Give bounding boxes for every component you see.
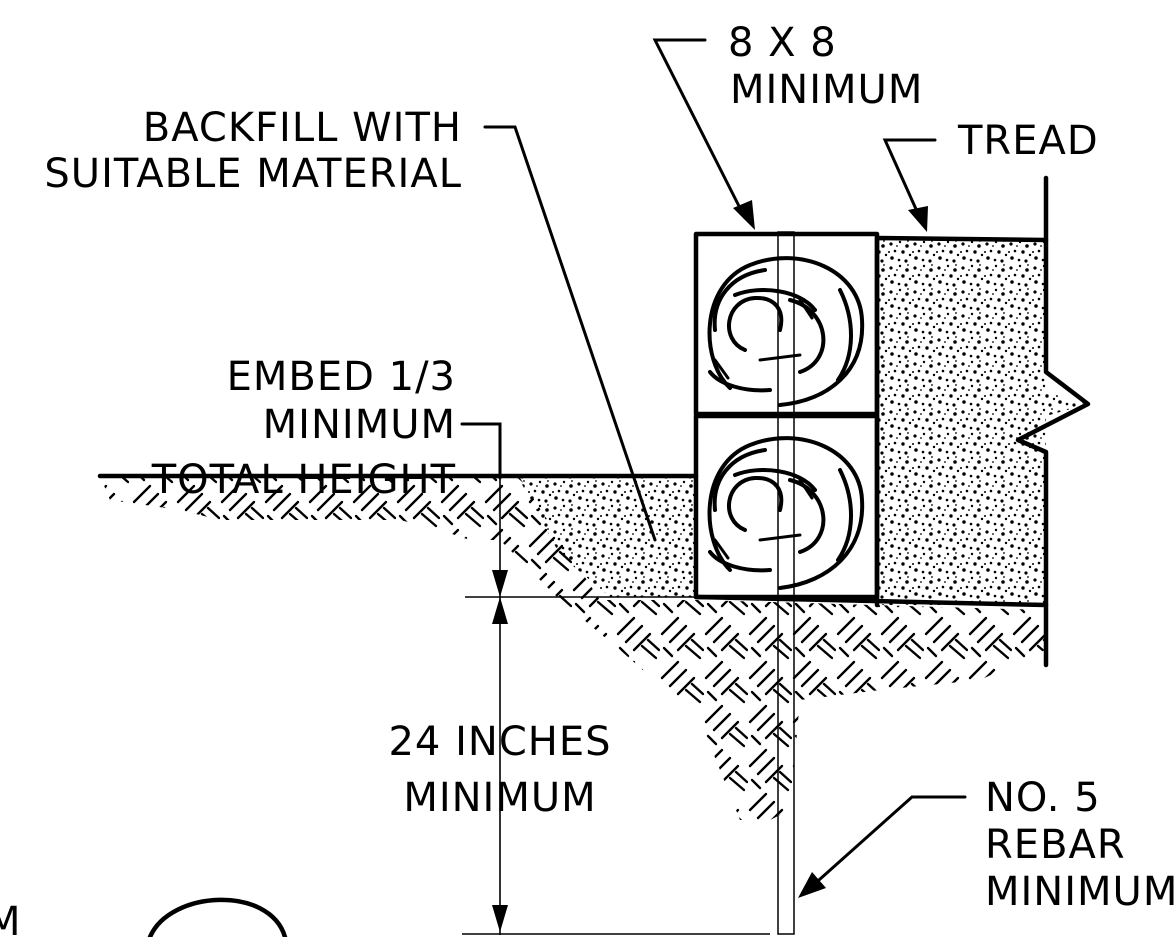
gravel-backfill	[518, 477, 696, 597]
embed-label-2: MINIMUM	[263, 402, 456, 448]
backfill-label-2: SUITABLE MATERIAL	[44, 151, 462, 197]
backfill-label-1: BACKFILL WITH	[143, 105, 462, 151]
detail-callout-circle	[147, 897, 288, 937]
riser-break-line	[1015, 175, 1091, 668]
embed-label-3: TOTAL HEIGHT	[151, 457, 456, 503]
timber-size-label-1: 8 X 8	[728, 20, 837, 66]
depth-dimension	[462, 478, 770, 935]
timber-upper	[693, 231, 880, 417]
rebar-label-1: NO. 5	[985, 775, 1101, 821]
leaders	[460, 38, 967, 898]
earth-hatching	[100, 476, 1045, 820]
rebar	[777, 231, 795, 935]
rebar-label-2: REBAR	[985, 822, 1126, 868]
timber-lower	[693, 413, 880, 600]
tread-label: TREAD	[957, 118, 1099, 164]
rebar-label-3: MINIMUM	[985, 869, 1174, 915]
depth-label-1: 24 INCHES	[388, 719, 611, 765]
gravel-tread	[877, 240, 1088, 605]
depth-label-2: MINIMUM	[403, 775, 596, 821]
timber-size-label-2: MINIMUM	[730, 67, 923, 113]
embed-label-1: EMBED 1/3	[227, 354, 456, 400]
edge-fragment-label: M	[0, 899, 22, 937]
